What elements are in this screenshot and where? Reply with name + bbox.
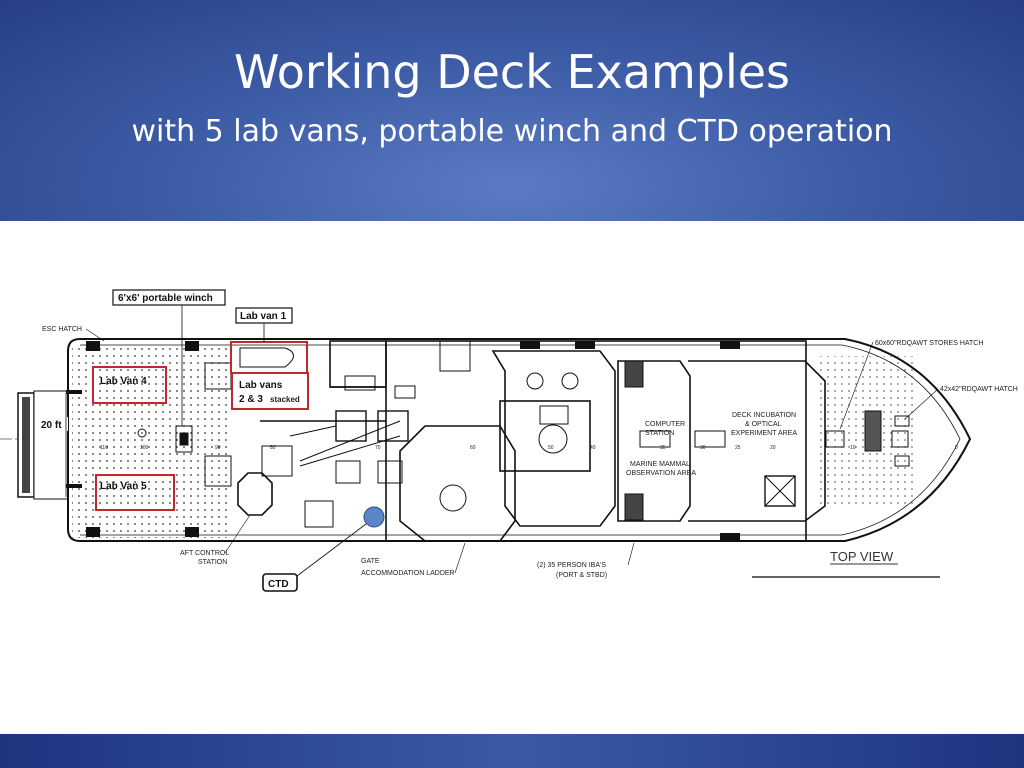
frame-numbers: 110 100 90 80 70 60 50 40 35 30 25 20 10… [100,445,958,451]
iba-label-2: (PORT & STBD) [556,572,607,579]
frame-number: 10 [850,445,856,451]
esc-hatch-label: ESC HATCH [42,326,82,333]
aft-control-label-2: STATION [198,559,227,566]
marine-mammal-label-2: OBSERVATION AREA [626,470,696,477]
lab-vans-23-label-line2: 2 & 3 [239,394,263,405]
winch-label: 6'x6' portable winch [118,293,213,304]
aft-equipment [137,362,409,528]
slide-subtitle: with 5 lab vans, portable winch and CTD … [131,114,893,149]
red-callouts [92,341,309,511]
slide-footer-bar [0,734,1024,768]
frame-number: 50 [548,445,554,451]
deck-incubation-label-2: & OPTICAL [745,421,782,428]
frame-number: 60 [470,445,476,451]
aft-control-label-1: AFT CONTROL [180,550,229,557]
frame-number: 100 [140,445,149,451]
structural-blocks [66,341,740,541]
frame-number: 25 [735,445,741,451]
computer-station-label-2: STATION [645,430,674,437]
aft-control-station-shape [237,472,273,516]
slide-header: Working Deck Examples with 5 lab vans, p… [0,0,1024,221]
ctd-label-box [262,573,298,592]
deck-plan-diagram: 6'x6' portable winch Lab van 1 Lab Van 4… [0,289,1018,592]
frame-number: 40 [590,445,596,451]
rdqawt-hatch-label: 42x42"RDQAWT HATCH [940,386,1018,393]
stores-hatch-label: 60x60"RDQAWT STORES HATCH [875,340,983,347]
deck-incubation-label-3: EXPERIMENT AREA [731,430,797,437]
accommodation-ladder-label: ACCOMMODATION LADDER [361,570,455,577]
frame-number: 20 [770,445,776,451]
lab-vans-23-box [231,372,309,410]
lab-vans-23-stacked: stacked [270,395,300,404]
interior-details [344,340,910,521]
frame-number: 80 [270,445,276,451]
frame-number: 35 [660,445,666,451]
hull-outline [67,338,972,542]
ctd-label: CTD [268,579,289,590]
frame-number: 110 [100,445,108,451]
lab-vans-23-label-line1: Lab vans [239,380,283,391]
frame-number: 0 [955,445,958,451]
frame-number: 70 [375,445,381,451]
iba-label-1: (2) 35 PERSON IBA'S [537,562,606,569]
slide-title: Working Deck Examples [233,45,791,99]
stern-ramp [17,390,69,500]
marine-mammal-label-1: MARINE MAMMAL [630,461,690,468]
superstructure [260,340,826,542]
frame-number: 30 [700,445,706,451]
lab-van-5-label: Lab Van 5 [100,481,147,492]
winch-callout-box [112,289,226,306]
lab-van-4-box [92,366,167,404]
top-view-label: TOP VIEW [830,549,894,564]
deck-incubation-label-1: DECK INCUBATION [732,412,796,419]
lab-van-5-box [95,474,175,511]
width-20ft-label-box [38,417,68,431]
width-20ft-label: 20 ft [41,420,62,431]
gate-label: GATE [361,558,380,565]
computer-station-label-1: COMPUTER [645,421,685,428]
lab-van-4-label: Lab Van 4 [100,376,147,387]
ctd-unit [363,506,385,528]
lab-van-1-label: Lab van 1 [240,311,287,322]
frame-number: 90 [215,445,221,451]
lab-van-1-boat [239,347,294,368]
